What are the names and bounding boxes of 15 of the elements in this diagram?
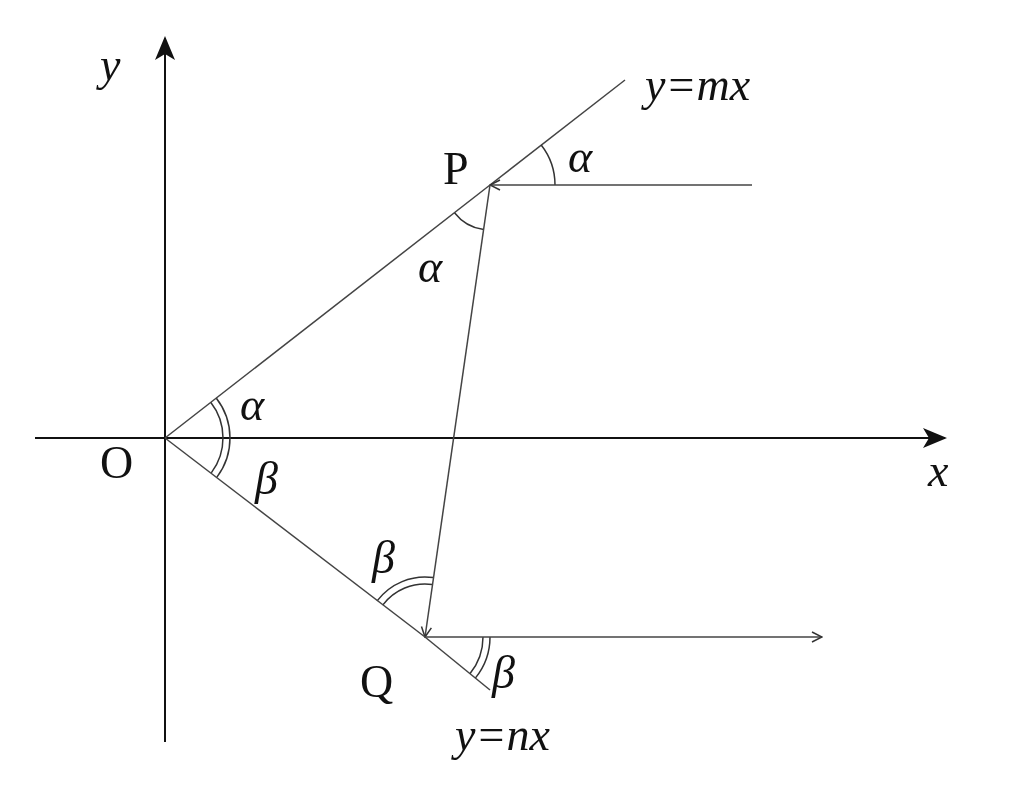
axis-label: x [928,448,949,494]
ray-arrow [489,179,753,191]
angle-label: α [240,382,265,428]
ray-arrow [424,631,823,643]
point-label: O [100,440,134,486]
angle-label: β [255,456,278,502]
line [164,184,491,439]
angle-label: α [418,244,443,290]
line [164,437,426,638]
point-label: Q [360,659,394,705]
ray-arrow [420,184,491,638]
angle-label: β [372,535,395,581]
point-label: P [443,146,469,192]
angle-label: α [568,134,593,180]
angle-label: β [492,650,515,696]
